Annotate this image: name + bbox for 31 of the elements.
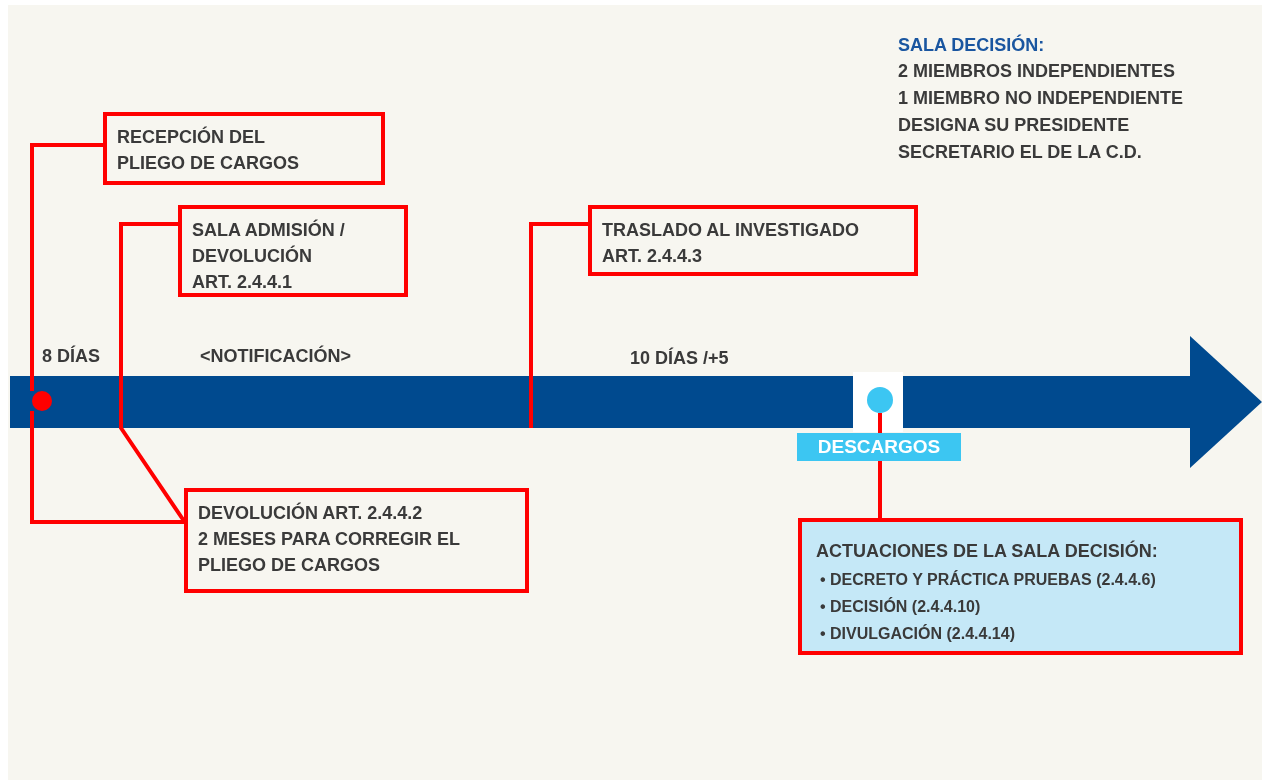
- tag-label: DESCARGOS: [797, 433, 961, 461]
- text-box: [798, 518, 1243, 655]
- box-text: TRASLADO AL INVESTIGADO: [602, 219, 860, 242]
- bullet-item: • DECRETO Y PRÁCTICA PRUEBAS (2.4.4.6): [820, 569, 1157, 590]
- connector-line: [878, 413, 882, 433]
- text-box: [178, 205, 408, 297]
- note-text: SECRETARIO EL DE LA C.D.: [898, 141, 1142, 164]
- text-box: [588, 205, 918, 276]
- box-text: DEVOLUCIÓN ART. 2.4.4.2: [198, 501, 424, 525]
- box-text: SALA ADMISIÓN / DEVOLUCIÓN: [192, 218, 346, 268]
- duration-label: 8 DÍAS: [42, 344, 101, 368]
- connector-line: [878, 461, 882, 518]
- note-text: 1 MIEMBRO NO INDEPENDIENTE: [898, 87, 1184, 110]
- bullet-item: • DIVULGACIÓN (2.4.4.14): [820, 623, 1016, 644]
- duration-label: 10 DÍAS /+5: [630, 346, 729, 370]
- note-text: 2 MIEMBROS INDEPENDIENTES: [898, 60, 1176, 83]
- text-box: [103, 112, 385, 185]
- connector-line: [30, 411, 184, 524]
- article-reference: ART. 2.4.4.1: [192, 271, 294, 294]
- connector-line: [30, 143, 103, 391]
- connector-line: [529, 222, 588, 428]
- box-text: RECEPCIÓN DEL PLIEGO DE CARGOS: [117, 125, 301, 175]
- phase-label: <NOTIFICACIÓN>: [200, 344, 351, 368]
- note-text: DESIGNA SU PRESIDENTE: [898, 114, 1130, 137]
- box-text: 2 MESES PARA CORREGIR EL PLIEGO DE CARGOS: [198, 528, 461, 577]
- box-heading: ACTUACIONES DE LA SALA DECISIÓN:: [816, 539, 1159, 563]
- connector-line: [119, 222, 186, 523]
- panel-heading: SALA DECISIÓN:: [898, 33, 1045, 57]
- text-box: [184, 488, 529, 593]
- bullet-item: • DECISIÓN (2.4.4.10): [820, 596, 982, 617]
- article-reference: ART. 2.4.4.3: [602, 245, 704, 268]
